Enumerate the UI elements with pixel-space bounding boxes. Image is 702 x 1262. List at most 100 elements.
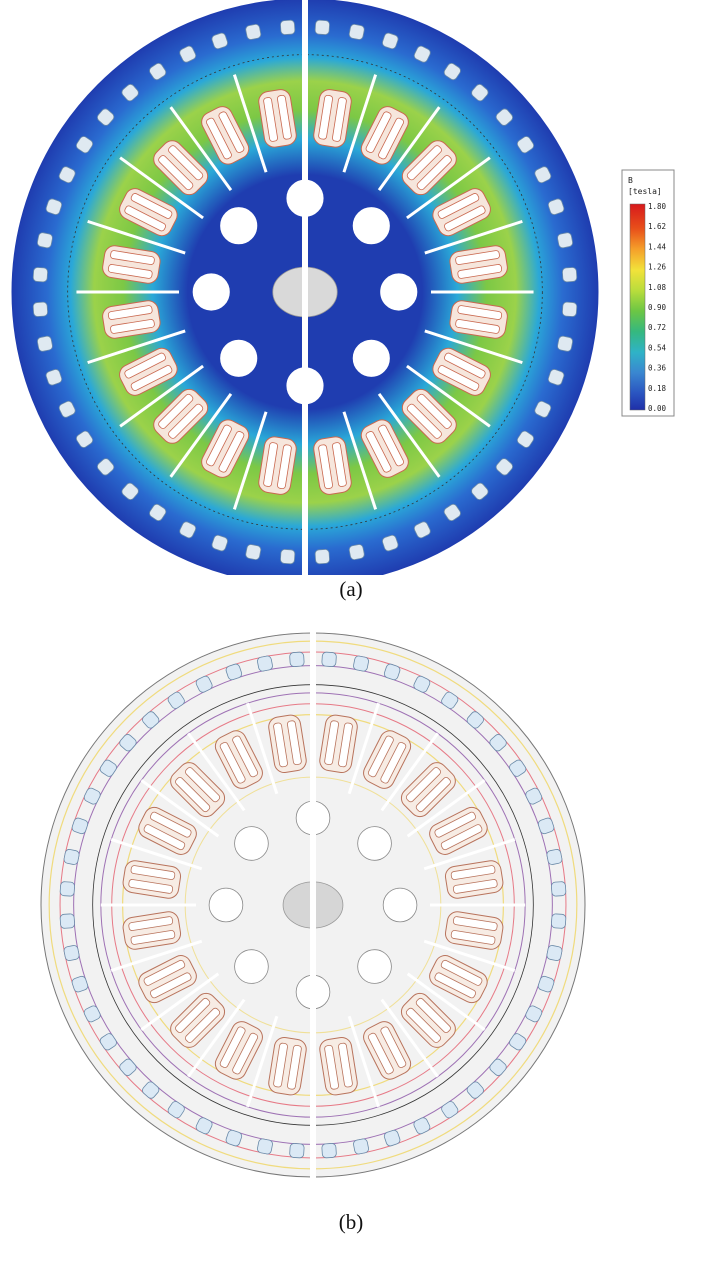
stator-slot: [383, 663, 401, 681]
stator-slot: [245, 544, 262, 560]
stator-slot: [547, 369, 565, 386]
stator-slot: [280, 549, 296, 565]
legend-tick-label: 1.26: [648, 263, 667, 272]
rotor-hole: [382, 887, 418, 923]
panel-b-flux-line-plot: (b): [0, 630, 702, 1262]
coil-right: [130, 193, 173, 219]
coil-left: [168, 403, 204, 439]
rotor-pole: [258, 89, 297, 148]
coil-right: [332, 97, 347, 142]
legend-title: B: [628, 176, 633, 185]
pole-spoke: [140, 972, 220, 1031]
coil-left: [277, 444, 292, 490]
pole-body: [401, 140, 457, 196]
stator-slot: [75, 430, 94, 448]
coil-right: [218, 111, 245, 153]
coil-left: [378, 424, 404, 467]
coil-left: [219, 741, 246, 784]
legend-colorbar: [629, 203, 646, 411]
coil-left: [455, 250, 500, 265]
pole-spoke: [423, 838, 516, 871]
stator-slot: [466, 1081, 484, 1099]
stator-slot: [32, 301, 48, 317]
coil-left: [415, 997, 451, 1033]
stator-slot: [45, 198, 63, 215]
coil-left: [185, 1007, 221, 1043]
coil-left: [452, 916, 498, 931]
rotor-pole: [214, 730, 263, 789]
rotor-pole: [119, 188, 178, 237]
rotor-hole: [208, 887, 244, 923]
coil-right: [287, 720, 302, 766]
stator-slot: [75, 136, 94, 154]
coil-left: [406, 145, 442, 181]
pole-spoke: [406, 156, 491, 220]
stator-slot: [83, 1005, 101, 1023]
coil-left: [318, 94, 333, 140]
legend-tick-label: 0.72: [648, 323, 666, 332]
stator-slot: [495, 108, 513, 126]
stator-slot: [413, 1117, 431, 1135]
rotor-hole: [234, 949, 269, 984]
rotor-pole: [102, 300, 161, 339]
stator-slot: [97, 458, 115, 476]
coil-left: [444, 352, 486, 379]
legend-tick-label: 0.54: [648, 343, 667, 352]
rotor-pole: [138, 806, 197, 855]
stator-slot: [443, 62, 461, 81]
stator-slot: [121, 84, 139, 102]
rotor-hole: [234, 826, 269, 861]
coil-right: [232, 735, 259, 778]
rotor-pole: [268, 1036, 307, 1096]
stator-slot: [509, 1033, 527, 1051]
pole-spoke: [87, 219, 186, 255]
coil-left: [128, 879, 174, 894]
legend-tick-label: 1.62: [648, 222, 666, 231]
coil-right: [175, 997, 211, 1033]
coil-left: [124, 205, 166, 232]
stator-slot: [516, 430, 535, 448]
coil-left: [367, 735, 394, 778]
coil-left: [218, 431, 245, 473]
rotor-pole: [401, 388, 457, 444]
rotor-pole: [360, 106, 409, 165]
coil-left: [206, 117, 232, 160]
coil-right: [405, 1007, 441, 1043]
stator-slot: [562, 301, 578, 317]
rotor-pole: [363, 1021, 412, 1080]
coil-right: [444, 205, 486, 232]
coil-left: [175, 777, 211, 813]
rotor-pole: [138, 955, 197, 1004]
stator-slot: [537, 975, 555, 993]
pole-spoke: [246, 702, 279, 795]
stator-slot: [289, 651, 305, 667]
pole-spoke: [377, 393, 441, 478]
coil-right: [168, 145, 204, 181]
legend-unit: [tesla]: [628, 187, 662, 196]
coil-right: [440, 824, 483, 851]
rotor-pole: [319, 714, 358, 774]
stator-slot: [289, 1143, 305, 1159]
rotor-pole: [449, 245, 508, 284]
rotor-pole: [432, 347, 491, 396]
coil-right: [380, 741, 407, 784]
rotor-pole: [153, 388, 209, 444]
airgap-circle: [67, 54, 543, 530]
rotor-pole: [153, 140, 209, 196]
pole-spoke: [110, 838, 203, 871]
coil-left: [457, 305, 503, 320]
coil-left: [158, 155, 194, 191]
stator-slot: [353, 1138, 369, 1155]
pole-spoke: [423, 939, 516, 972]
rotor-pole: [444, 911, 504, 950]
stator-slot: [119, 734, 137, 752]
pole-spoke: [119, 156, 204, 220]
pole-spoke: [380, 998, 439, 1078]
rotor-hole: [357, 949, 392, 984]
stator-slot: [321, 1143, 337, 1159]
rotor-pole: [268, 714, 307, 774]
coil-left: [110, 319, 155, 334]
stator-slot: [71, 975, 89, 993]
stator-slot: [83, 787, 101, 805]
